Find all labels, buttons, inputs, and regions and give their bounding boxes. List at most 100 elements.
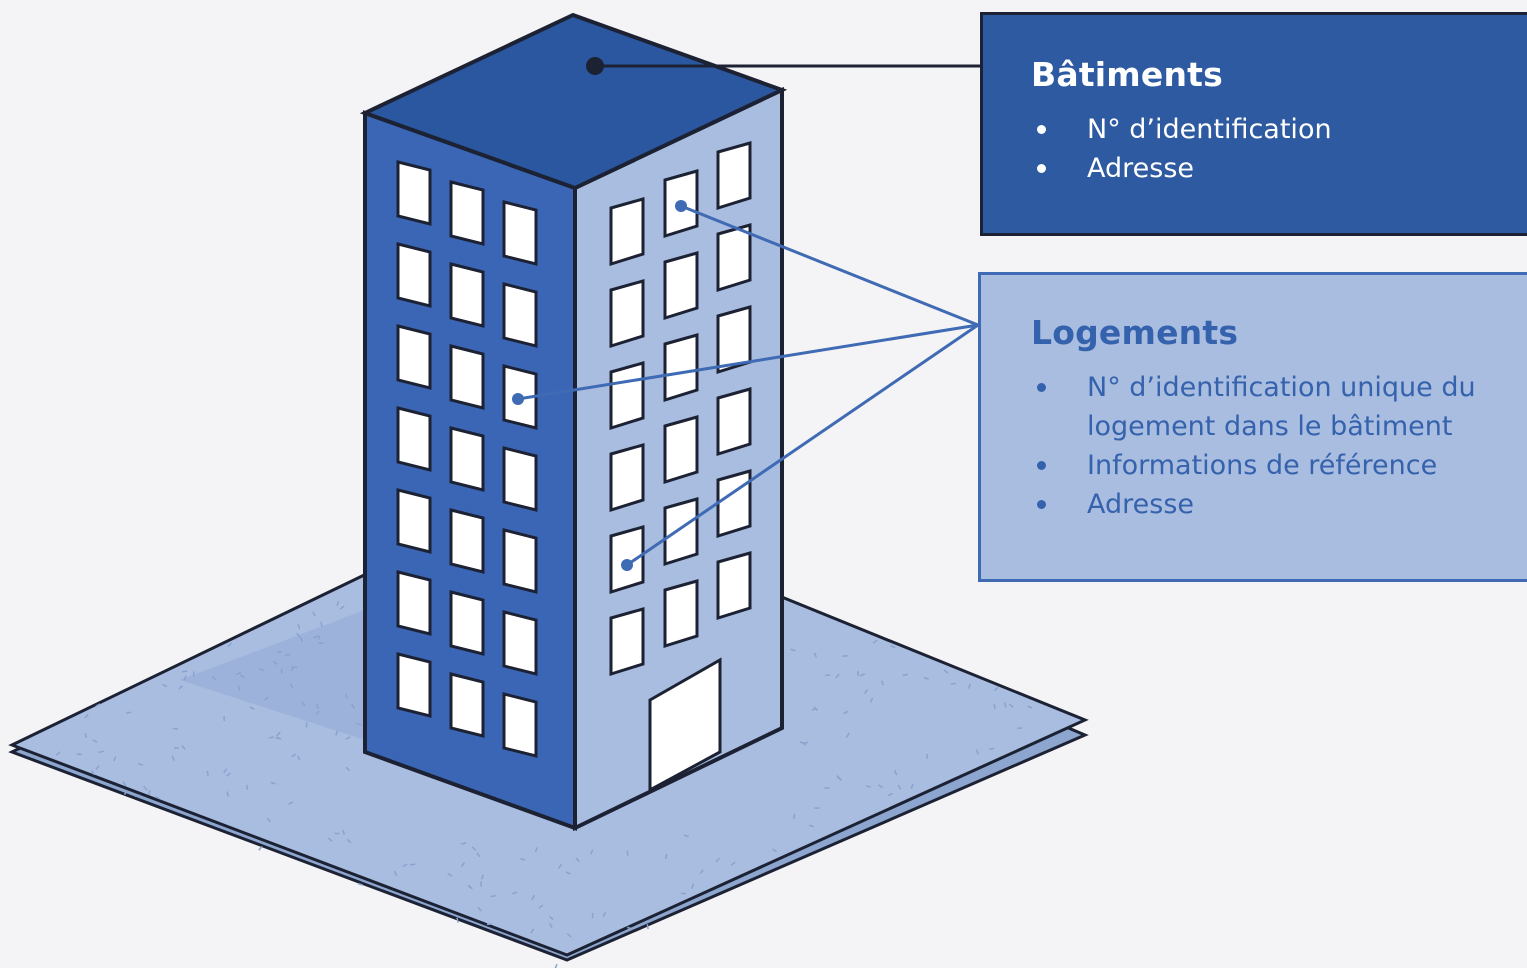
ground-speckle	[357, 882, 363, 886]
ground-speckle	[345, 736, 351, 741]
ground-speckle	[91, 770, 95, 776]
ground-speckle	[183, 675, 187, 681]
ground-speckle	[181, 745, 186, 750]
ground-speckle	[813, 652, 818, 658]
ground-speckle	[811, 707, 817, 711]
ground-speckle	[320, 621, 323, 627]
window	[716, 469, 752, 539]
window	[502, 446, 538, 512]
ground-speckle	[863, 689, 869, 695]
window	[396, 406, 432, 472]
building	[359, 12, 788, 832]
ground-speckle	[715, 857, 721, 863]
ground-speckle	[460, 862, 466, 867]
ground-speckle	[566, 932, 572, 938]
ground-speckle	[549, 922, 553, 929]
ground-speckle	[206, 770, 209, 777]
ground-speckle	[538, 904, 544, 909]
window	[502, 528, 538, 594]
ground-speckle	[865, 785, 872, 789]
window	[609, 443, 645, 513]
window	[396, 570, 432, 636]
ground-speckle	[476, 852, 481, 858]
window	[609, 361, 645, 431]
ground-speckle	[575, 857, 580, 863]
ground-speckle	[460, 842, 467, 845]
ground-speckle	[857, 670, 860, 676]
ground-speckle	[345, 766, 351, 772]
ground-speckle	[171, 755, 175, 761]
ground-speckle	[272, 660, 278, 665]
ground-speckle	[288, 801, 294, 806]
building-door	[648, 657, 722, 793]
ground-speckle	[134, 794, 141, 797]
ground-speckle	[772, 848, 778, 853]
batiments-box: Bâtiments N° d’identification Adresse	[980, 12, 1527, 236]
window	[609, 197, 645, 267]
ground-speckle	[259, 667, 265, 672]
window	[502, 692, 538, 758]
ground-speckle	[589, 849, 594, 855]
ground-speckle	[790, 648, 796, 652]
window	[449, 180, 485, 246]
ground-speckle	[342, 829, 346, 835]
ground-speckle	[993, 704, 996, 710]
window	[396, 324, 432, 390]
ground-speckle	[264, 696, 269, 701]
window	[663, 415, 699, 485]
ground-speckle	[1003, 702, 1007, 708]
ground-speckle	[531, 894, 536, 901]
ground-speckle	[627, 926, 633, 930]
window	[502, 282, 538, 348]
window	[449, 262, 485, 328]
ground-speckle	[393, 870, 398, 876]
ground-speckle	[143, 785, 148, 791]
ground-speckle	[880, 680, 884, 686]
ground-speckle	[910, 783, 914, 790]
ground-speckle	[124, 789, 128, 795]
ground-speckle	[481, 874, 484, 880]
ground-speckle	[297, 624, 301, 630]
logements-list: N° d’identification unique du logement d…	[1031, 368, 1527, 524]
ground-speckle	[1027, 705, 1033, 709]
ground-speckle	[897, 784, 902, 790]
ground-speckle	[843, 710, 849, 715]
ground-speckle	[290, 665, 294, 672]
ground-speckle	[534, 847, 538, 853]
ground-speckle	[890, 644, 896, 649]
ground-speckle	[447, 872, 453, 877]
ground-speckle	[490, 894, 496, 898]
window	[449, 672, 485, 738]
ground-speckle	[299, 636, 304, 643]
ground-speckle	[683, 834, 690, 838]
window	[609, 607, 645, 677]
batiments-connector	[586, 57, 980, 75]
ground-speckle	[84, 713, 89, 719]
building-roof	[359, 12, 788, 191]
ground-speckle	[943, 669, 949, 674]
ground-speckle	[268, 736, 275, 739]
ground-speckle	[113, 756, 117, 762]
window	[609, 279, 645, 349]
ground-speckle	[803, 741, 809, 746]
ground-speckle	[845, 732, 850, 738]
ground-speckle	[226, 791, 229, 797]
window	[396, 652, 432, 718]
ground-speckle	[557, 863, 563, 869]
ground-speckle	[468, 884, 473, 890]
ground-speckle	[315, 703, 319, 710]
ground-speckle	[859, 673, 866, 677]
ground-speckle	[95, 703, 101, 707]
ground-speckle	[339, 605, 345, 610]
ground-speckle	[346, 838, 352, 844]
ground-speckle	[239, 674, 245, 679]
ground-speckle	[92, 739, 98, 744]
ground-speckle	[626, 850, 629, 856]
ground-speckle	[646, 924, 649, 930]
ground-speckle	[276, 736, 282, 741]
batiments-item-address: Adresse	[1031, 149, 1527, 188]
ground-speckle	[236, 671, 242, 676]
window	[663, 251, 699, 321]
ground-speckle	[356, 722, 362, 726]
ground-speckle	[178, 685, 184, 690]
